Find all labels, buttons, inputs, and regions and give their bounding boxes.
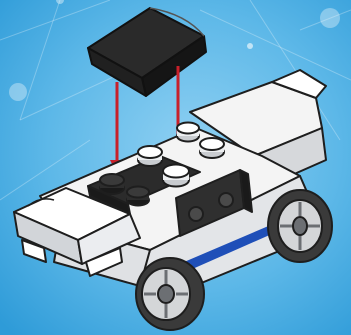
panel-stud-1 <box>189 207 203 221</box>
stud-dark-1 <box>100 174 124 194</box>
stud-dark-2 <box>127 187 149 206</box>
stud-white-4 <box>163 165 189 187</box>
stud-white-3 <box>200 138 224 158</box>
stud-white-2 <box>177 123 199 142</box>
rear-wheel <box>268 190 332 262</box>
panel-stud-2 <box>219 193 233 207</box>
stud-white-1 <box>138 146 162 166</box>
front-wheel <box>136 258 204 330</box>
